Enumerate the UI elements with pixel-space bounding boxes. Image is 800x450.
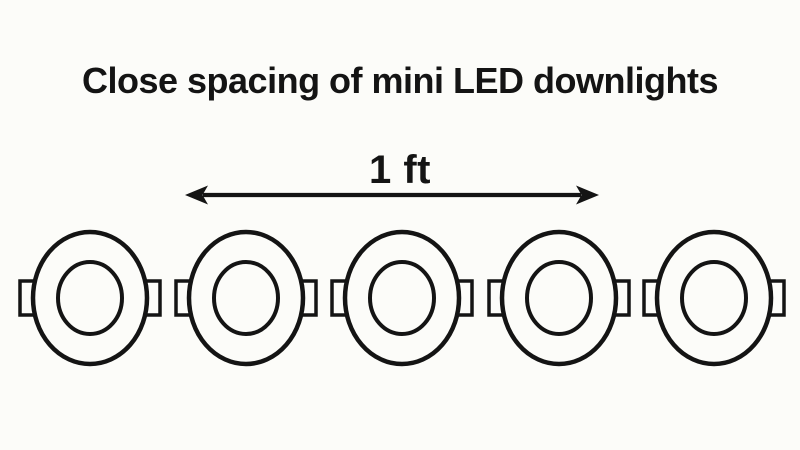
downlight-2 bbox=[176, 232, 316, 364]
arrow-left-head-icon bbox=[185, 185, 208, 205]
downlight-4 bbox=[489, 232, 629, 364]
dimension-arrow bbox=[185, 185, 599, 205]
downlight-3 bbox=[332, 232, 472, 364]
arrow-right-head-icon bbox=[576, 185, 599, 205]
page-title: Close spacing of mini LED downlights bbox=[81, 60, 719, 101]
measurement-label: 1 ft bbox=[369, 148, 431, 192]
downlight-row bbox=[20, 232, 784, 364]
downlight-1 bbox=[20, 232, 160, 364]
downlight-5 bbox=[644, 232, 784, 364]
